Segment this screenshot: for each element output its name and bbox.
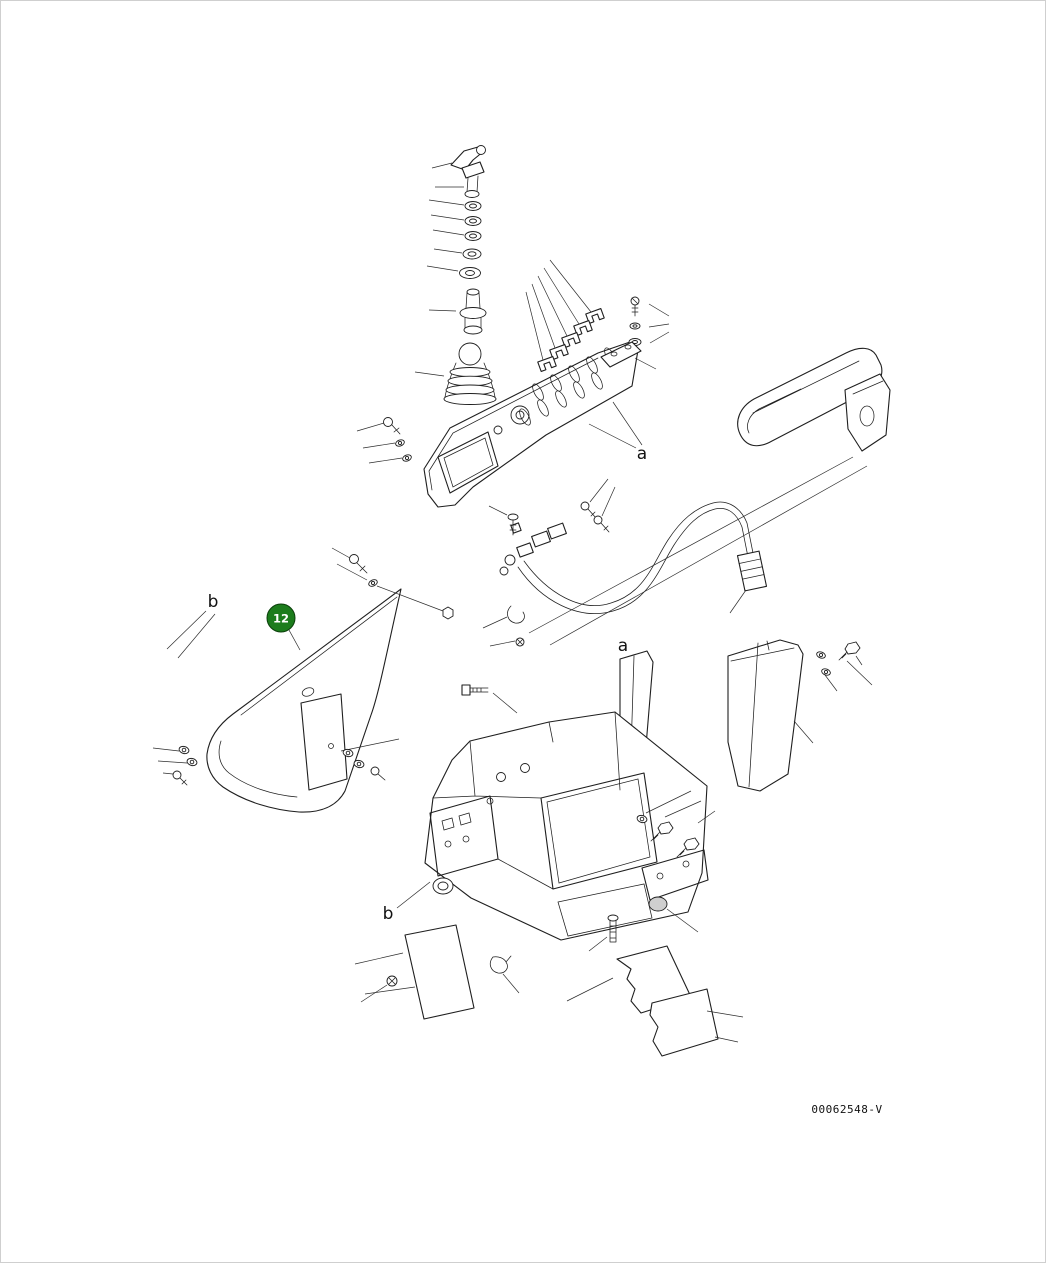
view-label-a-upper: a — [588, 401, 647, 464]
armrest — [737, 347, 891, 452]
long-leader-lines — [488, 456, 868, 646]
cover-screws-left — [356, 417, 412, 464]
view-label-b-lower: b — [383, 881, 431, 924]
left-side-cover — [152, 547, 454, 813]
view-label-a-lower: a — [618, 636, 628, 656]
main-console-frame — [424, 711, 709, 941]
bottom-left-plate — [354, 924, 520, 1020]
callout-12-number: 12 — [273, 612, 289, 626]
control-lever — [431, 145, 486, 198]
harness-connector — [736, 550, 768, 592]
bottom-right-plates — [566, 945, 744, 1057]
callout-12[interactable]: 12 — [266, 603, 301, 651]
label-b-lower: b — [383, 904, 394, 924]
drawing-number: 00062548-V — [811, 1103, 882, 1116]
side-screw-washers — [600, 296, 670, 370]
label-b-upper: b — [208, 592, 219, 612]
console-fasteners — [588, 790, 716, 952]
callout-12-circle[interactable] — [266, 603, 296, 633]
label-a-upper: a — [637, 444, 647, 464]
right-side-cover — [727, 639, 873, 792]
wiring-harness — [461, 501, 768, 714]
valve-body — [428, 288, 487, 335]
view-label-b-upper: b — [166, 592, 219, 659]
label-a-lower: a — [618, 636, 628, 656]
washer-stack — [426, 199, 482, 279]
bellows-boot — [414, 342, 497, 405]
clip-set — [525, 259, 605, 372]
